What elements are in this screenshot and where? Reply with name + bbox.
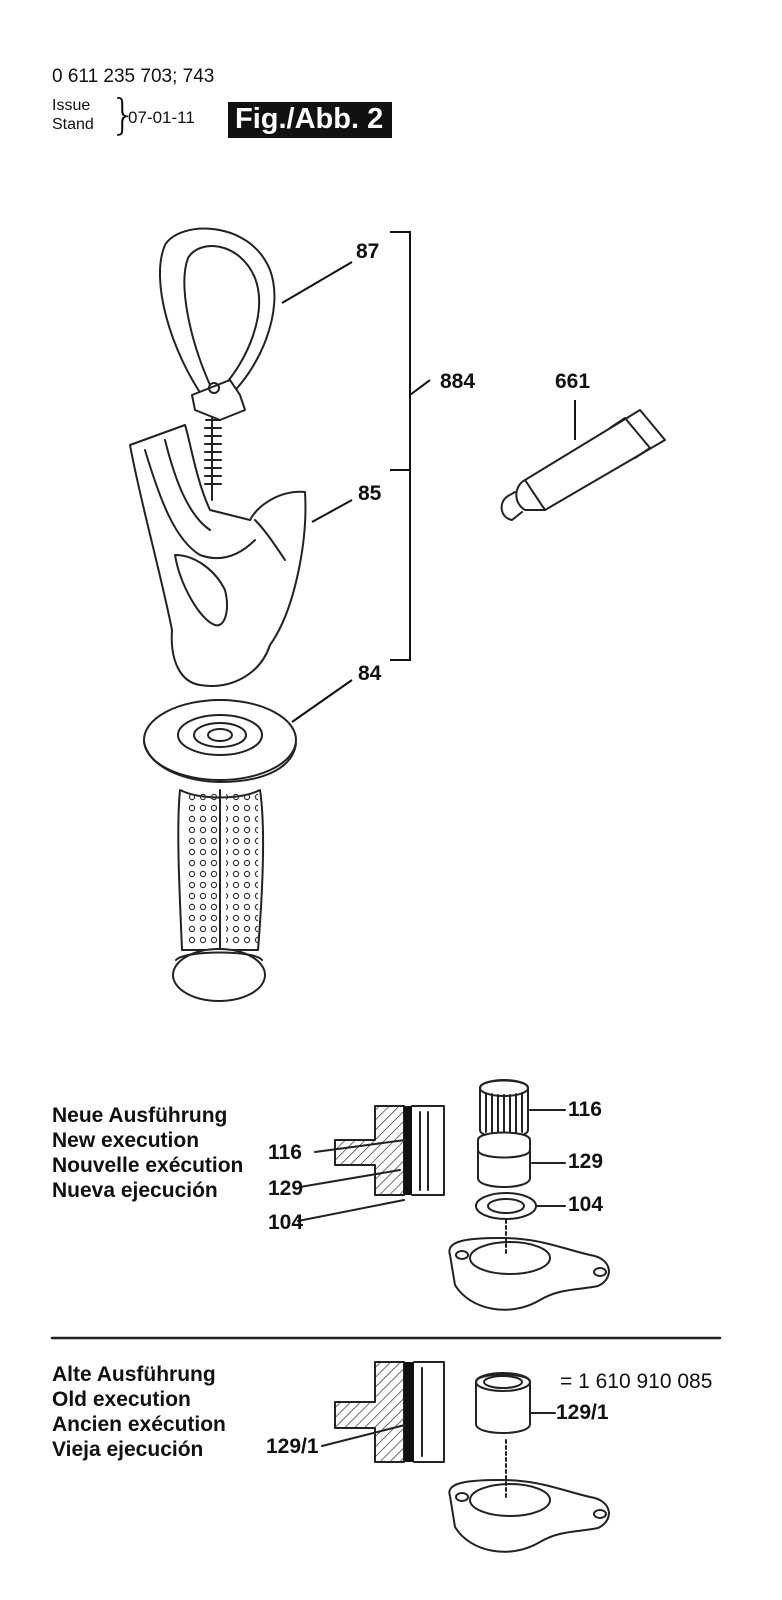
new-execution-es: Nueva ejecución: [52, 1179, 218, 1202]
stand-label: Stand: [52, 116, 94, 133]
handle-84: [143, 699, 297, 1002]
section-129-1-label: 129/1: [266, 1435, 319, 1458]
part-661-label: 661: [555, 370, 591, 393]
section-104-label: 104: [268, 1211, 304, 1234]
leader-lines: [281, 231, 576, 723]
new-execution-en: New execution: [52, 1129, 200, 1152]
part-87-label: 87: [356, 240, 380, 263]
part-104-label: 104: [568, 1193, 604, 1216]
issue-date: 07-01-11: [128, 108, 195, 127]
replacement-part-number: = 1 610 910 085: [560, 1370, 713, 1393]
old-execution-en: Old execution: [52, 1388, 191, 1411]
figure-label: Fig./Abb. 2: [228, 102, 393, 138]
old-parts-drawing: [448, 1372, 610, 1553]
strap-87: [158, 227, 276, 501]
issue-label: Issue: [52, 97, 91, 114]
old-execution-text: Alte Ausführung Old execution Ancien exé…: [52, 1362, 226, 1462]
old-execution-es: Vieja ejecución: [52, 1438, 204, 1461]
old-section-drawing: [321, 1361, 445, 1463]
document-number: 0 611 235 703; 743: [52, 66, 215, 87]
old-execution-fr: Ancien exécution: [52, 1413, 226, 1436]
new-parts-drawing: [448, 1079, 610, 1311]
part-85-label: 85: [358, 482, 382, 505]
grease-tube-661: [500, 409, 666, 521]
issue-stand-labels: Issue Stand: [52, 96, 94, 134]
part-84-label: 84: [358, 662, 382, 685]
part-884-label: 884: [440, 370, 476, 393]
part-116-label: 116: [568, 1098, 602, 1121]
part-129-1-label: 129/1: [556, 1401, 609, 1424]
new-execution-fr: Nouvelle exécution: [52, 1154, 244, 1177]
section-116-label: 116: [268, 1141, 302, 1164]
old-execution-de: Alte Ausführung: [52, 1363, 216, 1386]
holder-85: [129, 424, 307, 687]
new-execution-de: Neue Ausführung: [52, 1104, 228, 1127]
brace-symbol: }: [110, 90, 137, 139]
section-129-label: 129: [268, 1177, 304, 1200]
part-129-label: 129: [568, 1150, 604, 1173]
new-section-drawing: [297, 1105, 445, 1222]
new-execution-text: Neue Ausführung New execution Nouvelle e…: [52, 1103, 243, 1203]
